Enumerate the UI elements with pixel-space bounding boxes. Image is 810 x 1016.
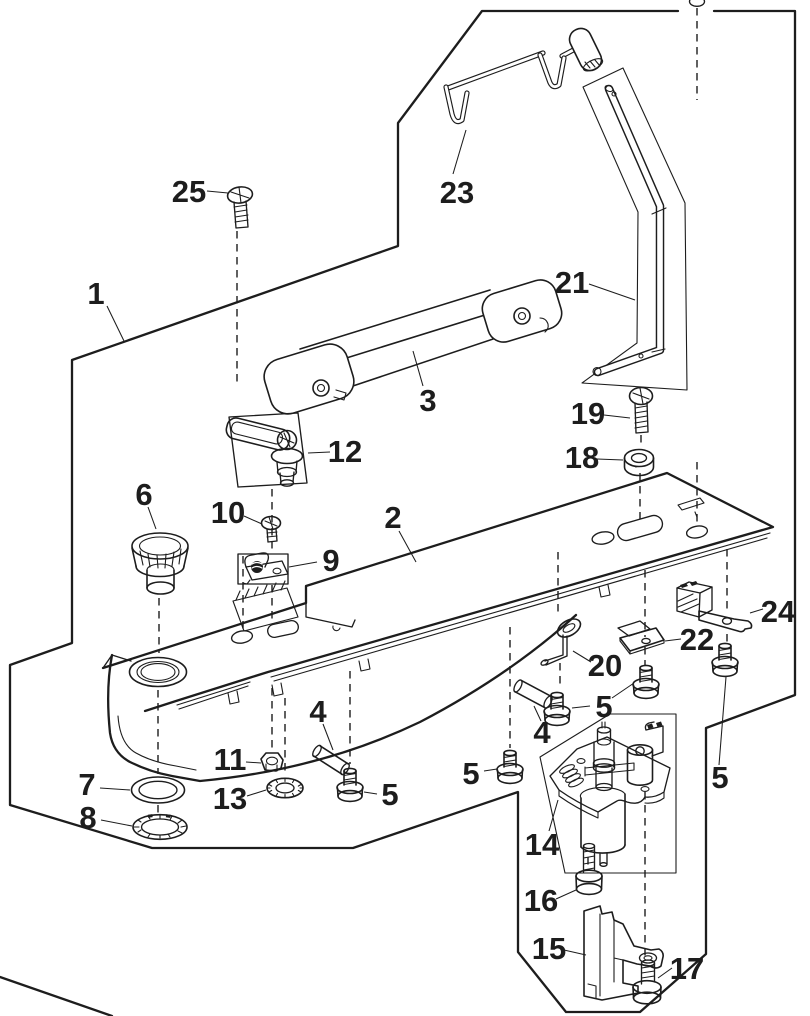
part-12-tension-unit-drawing [225,412,308,488]
part-5-cushion-drawing [632,664,660,700]
part-leader-line-13 [246,789,267,797]
part-label-4: 4 [533,715,551,750]
part-leader-line-7 [99,787,131,791]
part-leader-line-24 [749,608,764,614]
part-label-13: 13 [213,781,247,816]
part-leader-line-5 [571,705,591,709]
part-leader-line-3 [412,350,424,387]
part-label-11: 11 [214,742,247,777]
part-8-lock-washer-drawing [132,813,188,841]
part-label-7: 7 [78,767,95,802]
part-leader-line-10 [243,515,263,525]
part-10-screw-drawing [260,515,282,543]
part-label-5: 5 [595,689,612,724]
part-leader-line-8 [100,819,133,827]
part-label-19: 19 [571,396,605,431]
part-13-toothed-washer-drawing [266,777,304,799]
part-6-knob-drawing [131,532,189,595]
part-leader-line-16 [555,889,577,900]
part-7-ring-drawing [130,776,186,804]
part-23-wire-guide-drawing [443,27,604,125]
part-label-10: 10 [211,495,245,530]
part-label-1: 1 [87,276,104,311]
part-label-2: 2 [384,500,401,535]
part-leader-line-4 [533,705,542,722]
part-leader-line-11 [245,761,262,764]
part-25-screw-drawing [226,186,254,229]
leader-lines [99,129,764,979]
part-4-pin-drawing [513,679,553,709]
part-leader-line-14 [548,799,559,832]
part-leader-line-17 [657,967,673,979]
offpage-part-circle [688,0,706,7]
part-label-12: 12 [328,434,362,469]
part-label-6: 6 [135,477,152,512]
part-19-screw-drawing [628,386,654,434]
part-leader-line-18 [596,458,624,461]
part-label-5: 5 [381,777,398,812]
part-17-screw-drawing [632,959,662,1005]
part-21-support-rod-drawing [581,67,688,391]
part-3-handle-drawing [263,279,563,415]
part-number-labels: 1234455556789101112131415161718192021222… [78,174,796,986]
part-leader-line-6 [147,506,157,530]
part-label-18: 18 [565,440,599,475]
part-leader-line-23 [452,129,467,175]
part-leader-line-5 [483,768,498,772]
part-label-16: 16 [524,883,558,918]
part-leader-line-22 [664,638,682,642]
part-leader-line-5 [363,791,378,795]
part-leader-line-19 [603,414,631,419]
part-label-22: 22 [680,622,714,657]
part-14-motor-unit-drawing [539,713,677,874]
part-label-20: 20 [588,648,622,683]
part-11-hex-nut-drawing [260,752,284,772]
part-leader-line-1 [106,305,125,342]
part-leader-line-5 [611,682,635,699]
part-5-cushion-drawing [496,749,524,785]
part-label-9: 9 [322,543,339,578]
part-label-15: 15 [532,931,566,966]
part-label-5: 5 [711,760,728,795]
part-label-17: 17 [670,951,704,986]
part-label-3: 3 [419,383,436,418]
part-18-nut-drawing [623,448,655,477]
part-label-5: 5 [462,756,479,791]
part-leader-line-25 [206,190,229,194]
part-2-base-bracket-drawing [101,471,775,783]
page-corner-line [0,975,114,1016]
part-9-clip-assembly-drawing [237,552,289,585]
part-5-cushion-drawing [711,642,739,678]
part-label-8: 8 [79,800,96,835]
part-label-23: 23 [440,175,474,210]
part-leader-line-20 [572,650,592,663]
part-leader-line-5 [718,676,727,766]
part-leader-line-2 [398,530,417,563]
part-4-pin-drawing [312,744,350,776]
part-label-25: 25 [172,174,206,209]
part-label-24: 24 [761,594,796,629]
part-leader-line-12 [307,451,331,454]
part-label-4: 4 [309,694,327,729]
part-15-bracket-drawing [583,905,664,1001]
part-24-switch-bracket-drawing [676,581,753,633]
part-22-clamp-plate-drawing [617,620,665,655]
part-leader-line-9 [288,561,318,568]
part-label-21: 21 [555,265,589,300]
part-leader-line-21 [588,283,636,301]
part-label-14: 14 [525,827,560,862]
part-16-screw-drawing [575,842,603,896]
part-leader-line-4 [322,723,334,751]
part-leader-line-15 [563,949,587,956]
